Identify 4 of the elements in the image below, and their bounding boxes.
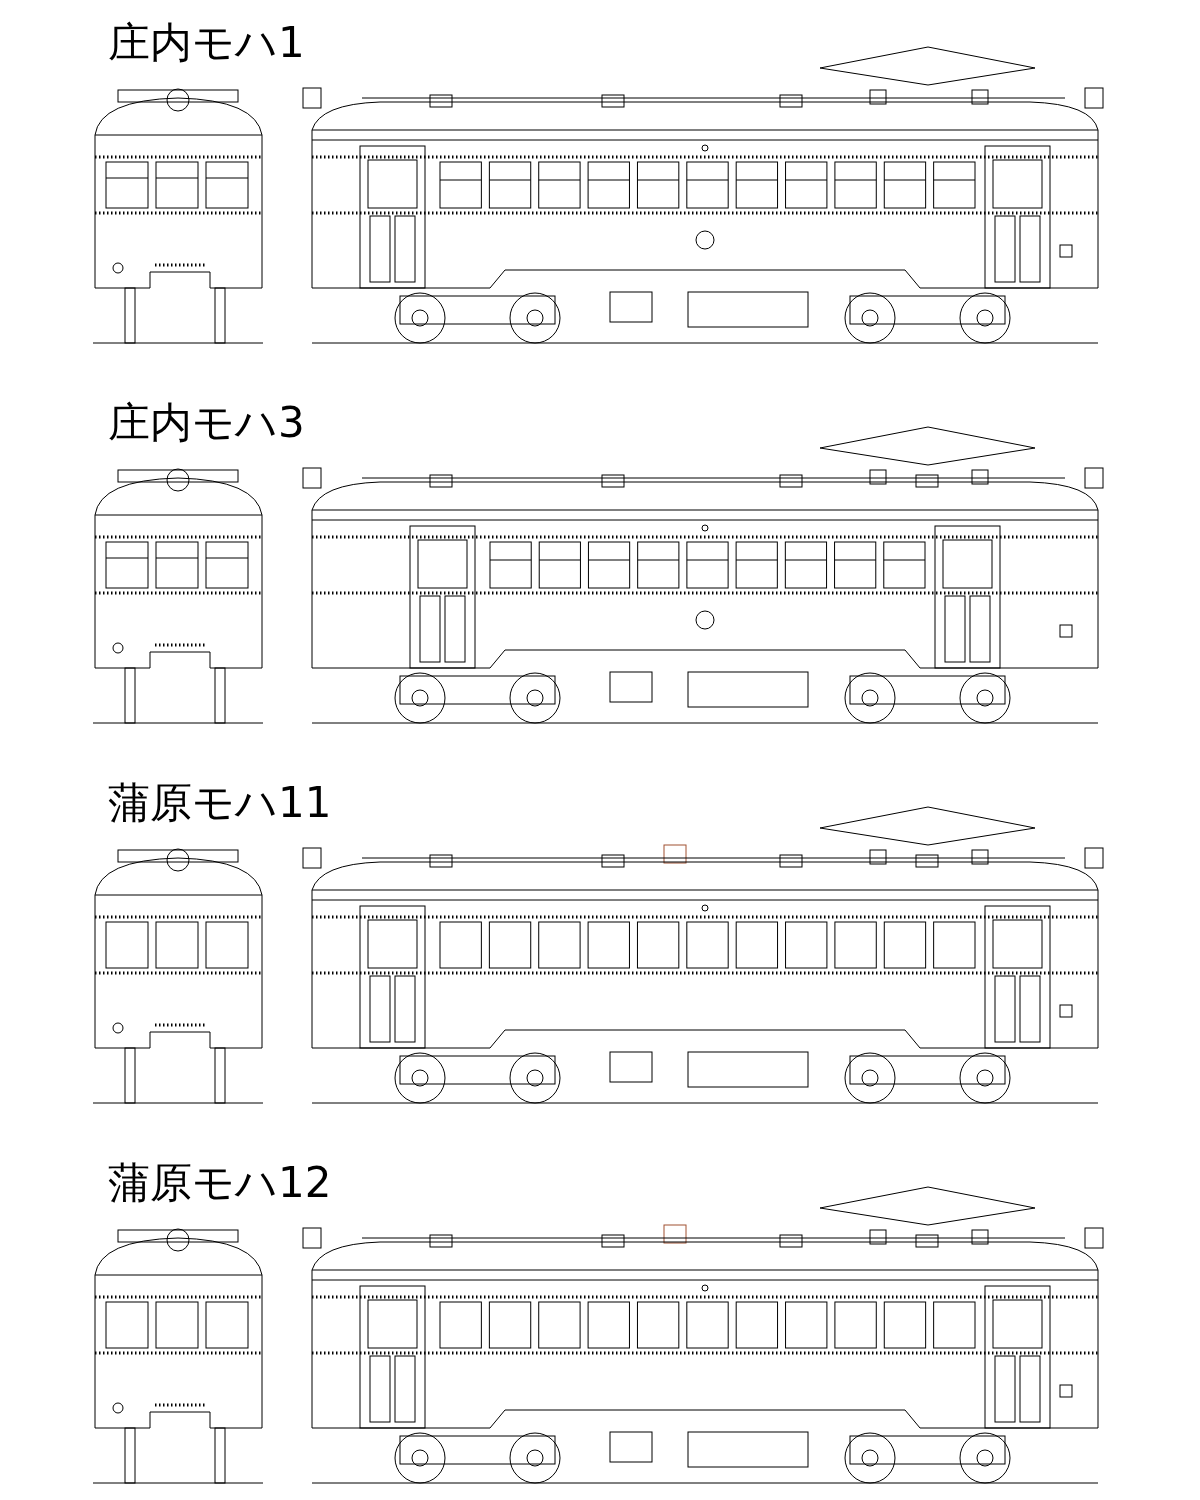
- car-title: 蒲原モハ11: [108, 778, 332, 828]
- car-title: 庄内モハ3: [108, 398, 305, 448]
- car-title: 蒲原モハ12: [108, 1158, 332, 1208]
- car-title: 庄内モハ1: [108, 18, 305, 68]
